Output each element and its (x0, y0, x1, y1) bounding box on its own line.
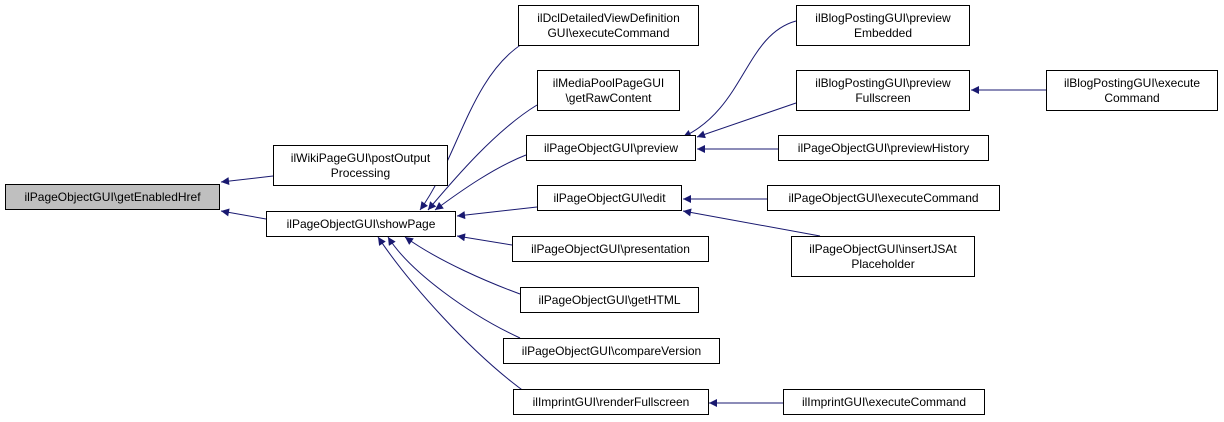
edge-bpf-to-prev (696, 102, 797, 139)
node-previewhistory[interactable]: ilPageObjectGUI\previewHistory (778, 135, 989, 161)
edge-impr-to-show (377, 236, 526, 393)
edge-edit-to-show (456, 206, 538, 220)
edge-show-to-root (220, 208, 267, 220)
edge-prev-to-show (434, 154, 527, 211)
edge-bpe-to-prev (682, 20, 797, 138)
edge-wiki-to-root (220, 175, 274, 186)
edge-ins-to-edit (682, 208, 821, 237)
node-imprint-executecommand[interactable]: ilImprintGUI\executeCommand (783, 389, 985, 415)
node-imprint-renderfullscreen[interactable]: ilImprintGUI\renderFullscreen (513, 389, 709, 415)
edge-pres-to-show (456, 233, 513, 246)
node-wiki-postoutputprocessing[interactable]: ilWikiPageGUI\postOutput Processing (273, 145, 448, 186)
node-blog-previewfullscreen[interactable]: ilBlogPostingGUI\preview Fullscreen (796, 70, 970, 111)
edge-comp-to-show (387, 236, 521, 339)
node-blog-executecommand[interactable]: ilBlogPostingGUI\execute Command (1046, 70, 1218, 111)
node-presentation[interactable]: ilPageObjectGUI\presentation (512, 236, 709, 262)
node-executecommand[interactable]: ilPageObjectGUI\executeCommand (767, 185, 1000, 211)
edge-dcl-to-show (419, 43, 523, 211)
node-dcl-executecommand[interactable]: ilDclDetailedViewDefinition GUI\executeC… (518, 5, 699, 46)
node-getenabledhref[interactable]: ilPageObjectGUI\getEnabledHref (5, 184, 220, 210)
node-blog-previewembedded[interactable]: ilBlogPostingGUI\preview Embedded (796, 5, 970, 46)
node-gethtml[interactable]: ilPageObjectGUI\getHTML (520, 287, 699, 313)
node-mediapool-getrawcontent[interactable]: ilMediaPoolPageGUI \getRawContent (537, 70, 680, 111)
node-edit[interactable]: ilPageObjectGUI\edit (537, 185, 682, 211)
edge-media-to-show (427, 104, 538, 211)
edge-html-to-show (404, 236, 521, 295)
node-insertjsatplaceholder[interactable]: ilPageObjectGUI\insertJSAt Placeholder (791, 236, 975, 277)
node-compareversion[interactable]: ilPageObjectGUI\compareVersion (503, 338, 720, 364)
node-showpage[interactable]: ilPageObjectGUI\showPage (266, 211, 456, 237)
node-preview[interactable]: ilPageObjectGUI\preview (526, 135, 696, 161)
